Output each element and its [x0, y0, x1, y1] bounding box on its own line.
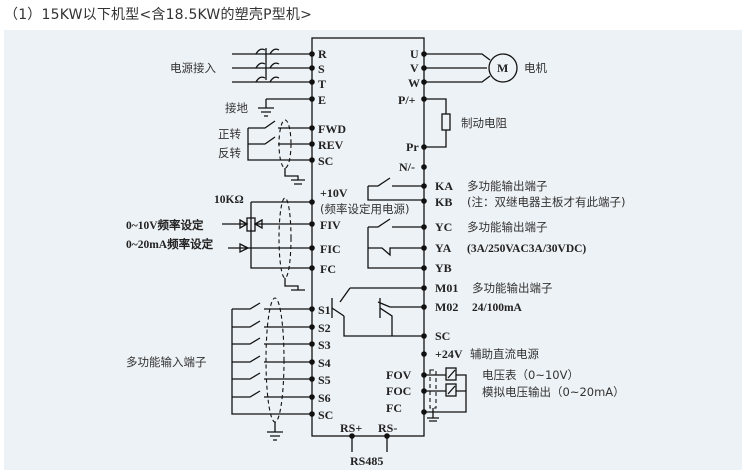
diagram-panel [4, 30, 742, 470]
terminal-sc-right: SC [435, 329, 450, 343]
diagram-title: （1）15KW以下机型<含18.5KW的塑壳P型机> [4, 7, 313, 23]
terminal-ka: KA [435, 179, 453, 193]
terminal-n-minus: N/- [399, 160, 415, 174]
terminal-p-plus: P/+ [398, 93, 416, 107]
terminal-v: V [410, 61, 419, 75]
terminal-s3: S3 [318, 338, 331, 352]
motor-symbol: M [497, 61, 508, 75]
ground-icon [258, 98, 312, 117]
rs-minus-dot [384, 433, 390, 439]
brake-resistor-label: 制动电阻 [461, 116, 507, 130]
multi-input-switches [231, 297, 312, 441]
terminal-sc-1: SC [318, 154, 333, 168]
terminal-10v: +10V [320, 186, 348, 200]
fwd-rev-switches [247, 119, 312, 185]
terminal-fov: FOV [386, 368, 412, 382]
terminal-ya: YA [435, 241, 452, 255]
terminal-rs-minus: RS- [378, 421, 397, 435]
terminal-yc: YC [435, 220, 452, 234]
motor-label: 电机 [524, 61, 547, 75]
analog-input-wires [222, 197, 312, 291]
rs485-label: RS485 [350, 454, 383, 468]
terminal-sc-3: SC [318, 408, 333, 422]
freq-voltage-label: 0~10V频率设定 [126, 218, 204, 232]
terminal-kb: KB [435, 195, 452, 209]
m01-description: 多功能输出端子 [472, 281, 553, 295]
terminal-s5: S5 [318, 373, 331, 387]
reverse-label: 反转 [218, 146, 241, 160]
terminal-t: T [318, 77, 326, 91]
terminal-fc-left: FC [320, 262, 336, 276]
terminal-s: S [318, 62, 325, 76]
kb-note: (注：双继电器主板才有此端子) [467, 195, 625, 209]
terminal-u: U [410, 47, 419, 61]
terminal-r: R [318, 47, 327, 61]
ya-spec: (3A/250VAC3A/30VDC) [467, 243, 586, 255]
power-input-label: 电源接入 [170, 61, 216, 75]
relay-y-contact [367, 218, 424, 269]
ground-label: 接地 [225, 101, 248, 115]
yc-description: 多功能输出端子 [467, 220, 548, 234]
terminal-rs-plus: RS+ [340, 421, 362, 435]
rs-plus-dot [349, 433, 355, 439]
m02-spec: 24/100mA [472, 302, 523, 314]
terminal-foc: FOC [386, 384, 411, 398]
multi-input-label: 多功能输入端子 [126, 355, 207, 369]
inverter-box [311, 37, 425, 437]
power-input-wires [232, 48, 312, 83]
terminal-fwd: FWD [318, 122, 346, 136]
terminal-s1: S1 [318, 303, 331, 317]
terminal-fic: FIC [320, 242, 341, 256]
analog-output-meters [424, 367, 467, 422]
freq-current-label: 0~20mA频率设定 [126, 237, 214, 251]
terminal-yb: YB [435, 261, 452, 275]
terminal-w: W [408, 76, 420, 90]
motor-wiring [424, 53, 518, 83]
freq-power-note: (频率设定用电源) [320, 202, 409, 216]
terminal-s4: S4 [318, 356, 331, 370]
voltmeter-label: 电压表（0~10V） [482, 368, 579, 382]
terminal-s2: S2 [318, 321, 331, 335]
terminal-rev: REV [318, 138, 344, 152]
terminal-e: E [318, 93, 326, 107]
terminal-fiv: FIV [320, 218, 341, 232]
pot-label: 10KΩ [214, 194, 244, 206]
terminal-m01: M01 [435, 281, 458, 295]
analog-output-label: 模拟电压输出（0~20mA） [482, 385, 625, 399]
transistor-outputs [331, 287, 424, 337]
brake-resistor [424, 98, 451, 148]
aux-power-label: 辅助直流电源 [470, 347, 539, 361]
terminal-fc-right: FC [386, 401, 402, 415]
terminal-24v: +24V [435, 347, 463, 361]
forward-label: 正转 [218, 127, 241, 141]
terminal-m02: M02 [435, 300, 458, 314]
terminal-s6: S6 [318, 391, 331, 405]
terminal-pr: Pr [406, 140, 419, 154]
ka-description: 多功能输出端子 [467, 179, 548, 193]
relay-ka-contact [367, 177, 424, 201]
